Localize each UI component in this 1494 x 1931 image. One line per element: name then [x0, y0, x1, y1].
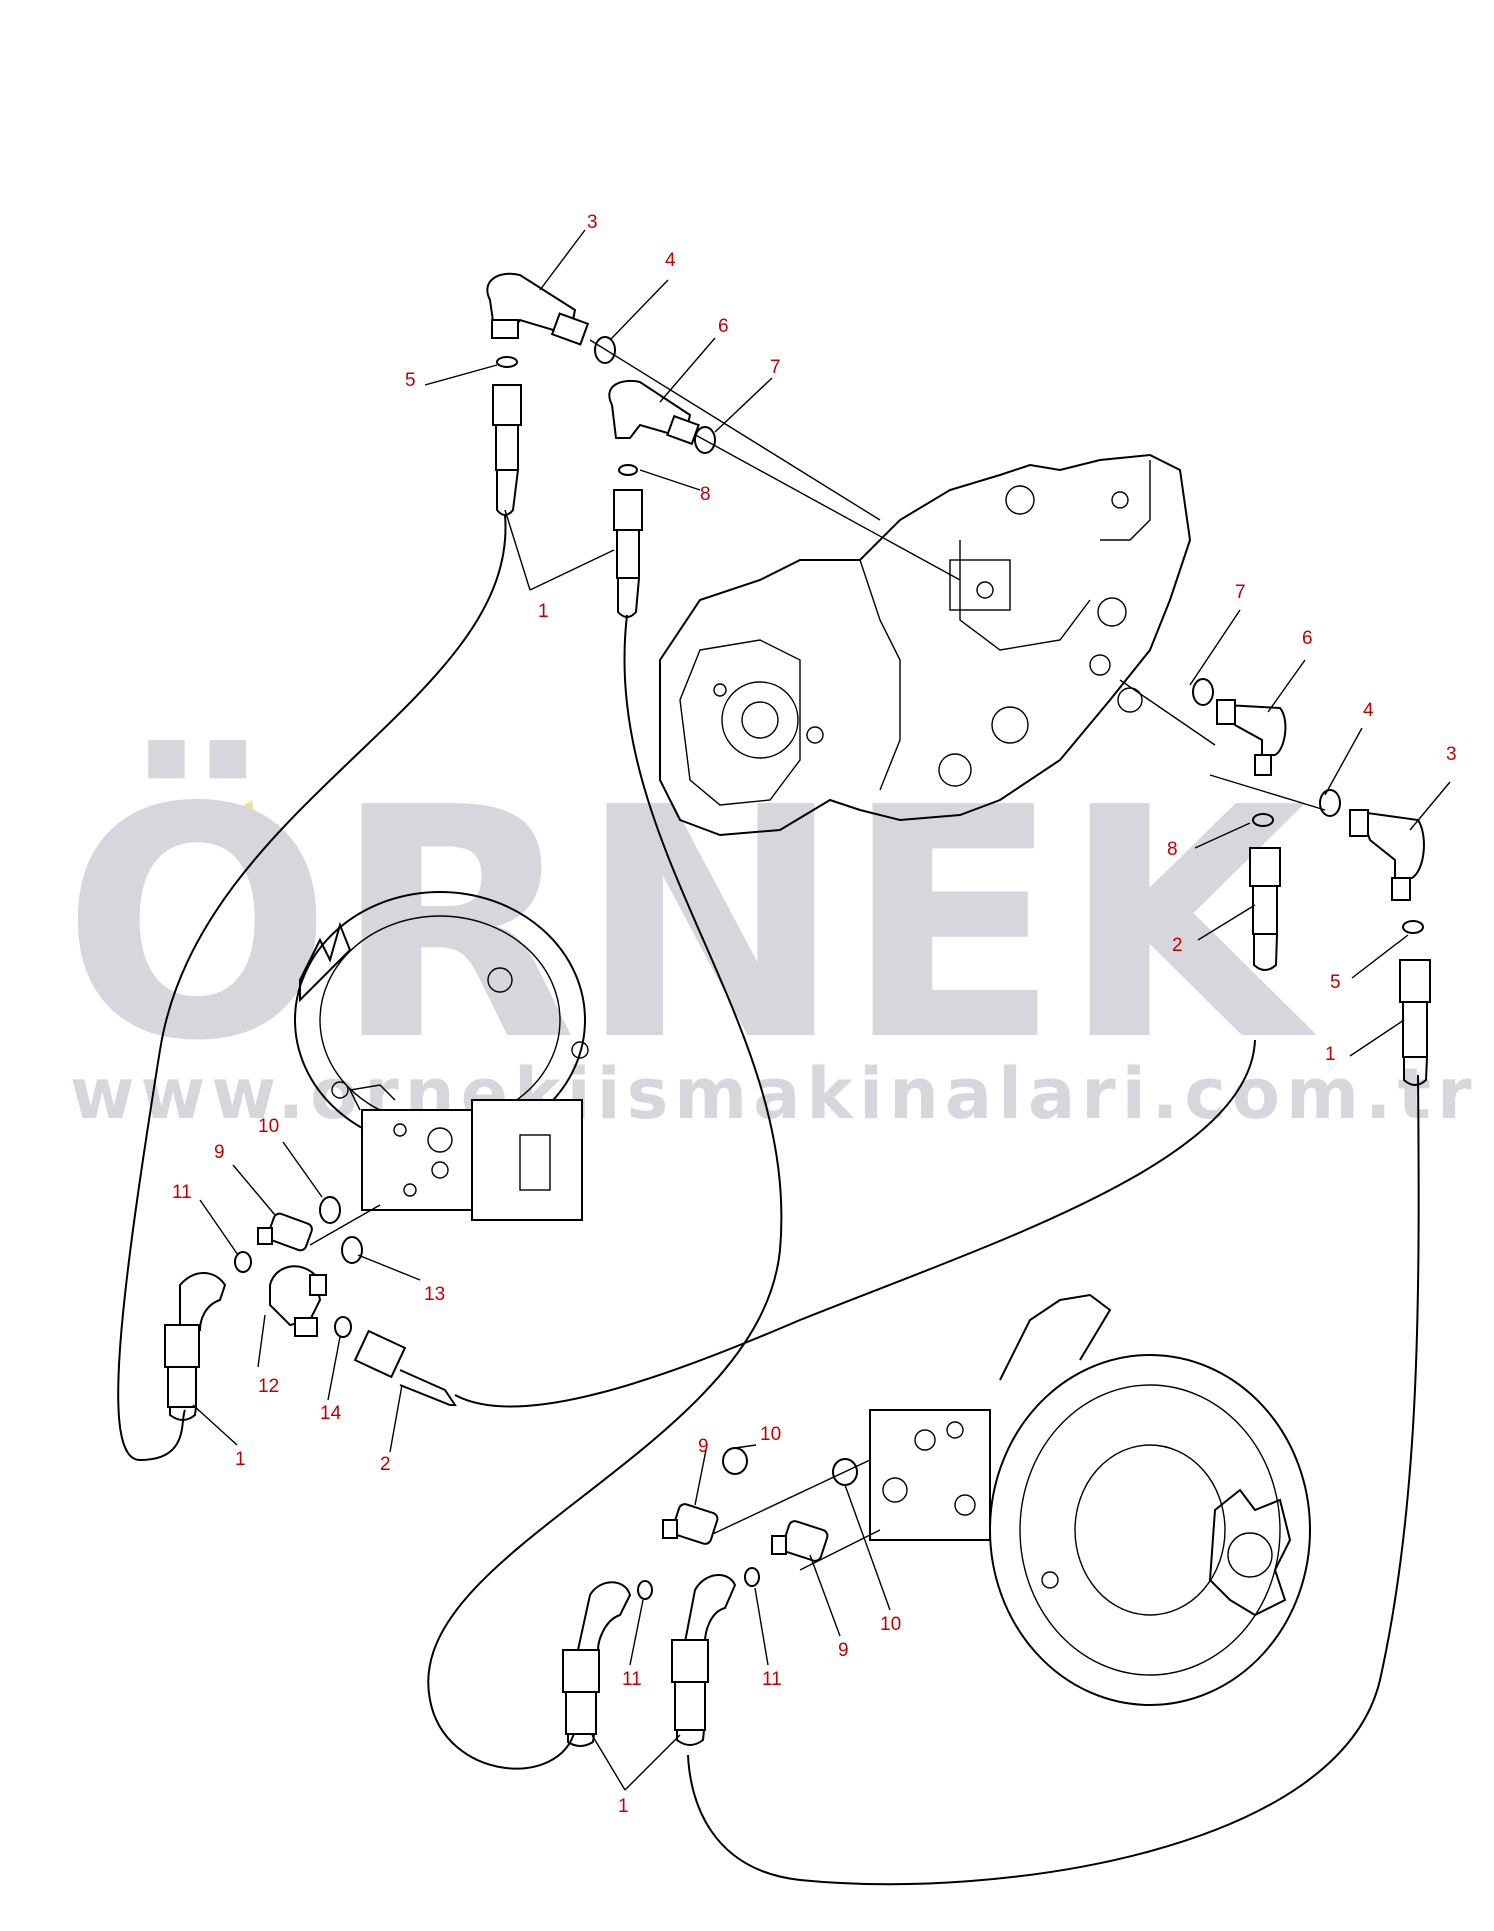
o-ring-5-top	[496, 356, 518, 368]
callout-8-right: 8	[1167, 839, 1178, 860]
o-ring-11-left	[234, 1251, 252, 1273]
left-travel-motor	[294, 891, 589, 1221]
o-ring-10-right-a	[722, 1447, 748, 1475]
callout-3-top: 3	[587, 212, 598, 233]
o-ring-8-right	[1252, 813, 1274, 827]
leader-lines	[192, 229, 1451, 1791]
hose-1-left	[117, 514, 507, 1462]
fitting-9-right-a	[671, 1503, 719, 1545]
hose-end-top-left	[492, 384, 522, 426]
elbow-3-right	[1358, 810, 1425, 879]
o-ring-8-top	[618, 464, 638, 476]
callout-1-top: 1	[538, 601, 549, 622]
watermark-accent-right	[208, 800, 256, 830]
top-left-fittings	[486, 272, 716, 618]
main-hydraulic-pump	[659, 453, 1192, 837]
o-ring-7-right	[1192, 678, 1214, 706]
callout-8-top: 8	[700, 484, 711, 505]
callout-2-right: 2	[1172, 935, 1183, 956]
hose-end-1-right	[1399, 959, 1431, 1003]
callout-6-top: 6	[718, 316, 729, 337]
callout-14: 14	[320, 1403, 342, 1424]
callout-7-top: 7	[770, 357, 781, 378]
o-ring-11-right-a	[637, 1580, 653, 1600]
hose-end-top-mid	[613, 489, 643, 531]
o-ring-10-left	[319, 1196, 341, 1224]
elbow-6-right	[1223, 703, 1287, 756]
callout-11-right-b: 11	[762, 1669, 782, 1690]
callout-13: 13	[424, 1284, 445, 1305]
callout-6-right: 6	[1302, 628, 1313, 649]
hoses	[117, 514, 1420, 1886]
callout-1-bottom: 1	[618, 1796, 629, 1817]
callout-12: 12	[258, 1376, 279, 1397]
callout-7-right: 7	[1235, 582, 1246, 603]
o-ring-13-left	[341, 1236, 363, 1264]
fitting-9-left	[267, 1212, 313, 1252]
callout-10-right-b: 10	[880, 1614, 901, 1635]
hose-1-right	[687, 1074, 1420, 1886]
callout-4-top: 4	[665, 250, 676, 271]
callout-11-right-a: 11	[622, 1669, 642, 1690]
fitting-9-right-b	[781, 1520, 829, 1562]
watermark-url: www.ornekiismakinalari.com.tr	[70, 1053, 1477, 1135]
callout-10-left: 10	[258, 1116, 279, 1137]
callouts: 3 4 5 6 7 8 1 7 6 4 3 8 2 5 1 10 9 11 13…	[172, 212, 1457, 1817]
callout-9-right-b: 9	[838, 1640, 849, 1661]
watermark-accent-left	[132, 800, 190, 830]
watermark-brand: ÖRNEK	[62, 737, 1319, 1110]
o-ring-14	[334, 1316, 352, 1338]
callout-2-left: 2	[380, 1454, 391, 1475]
hose-1-top-to-bottom	[427, 614, 783, 1770]
o-ring-7-top	[694, 426, 716, 454]
hose-2-cross	[454, 1039, 1256, 1408]
callout-5-top: 5	[405, 370, 416, 391]
o-ring-11-right-b	[744, 1567, 760, 1587]
o-ring-4-top	[594, 336, 616, 364]
callout-1-right: 1	[1325, 1044, 1336, 1065]
elbow-right-a	[576, 1581, 632, 1651]
callout-9-left: 9	[214, 1142, 225, 1163]
elbow-right-b	[683, 1574, 737, 1643]
callout-3-right: 3	[1446, 744, 1457, 765]
right-travel-motor	[869, 1293, 1311, 1706]
o-ring-5-right	[1402, 920, 1424, 934]
alignment-lines	[309, 339, 1326, 1571]
right-motor-fittings	[562, 1447, 858, 1747]
callout-10-right-a: 10	[760, 1424, 781, 1445]
right-side-fittings	[1192, 678, 1431, 1086]
hose-end-2-right	[1249, 847, 1281, 887]
hose-end-2-left	[353, 1329, 407, 1379]
watermark: ÖRNEK www.ornekiismakinalari.com.tr	[62, 737, 1477, 1135]
callout-11-left: 11	[172, 1182, 192, 1203]
elbow-left-1	[179, 1272, 227, 1331]
elbow-6-top	[608, 380, 692, 440]
left-motor-fittings	[164, 1196, 457, 1421]
callout-5-right: 5	[1330, 972, 1341, 993]
callout-9-right-a: 9	[698, 1436, 709, 1457]
o-ring-4-right	[1319, 789, 1341, 817]
callout-4-right: 4	[1363, 700, 1374, 721]
callout-1-left: 1	[235, 1449, 246, 1470]
